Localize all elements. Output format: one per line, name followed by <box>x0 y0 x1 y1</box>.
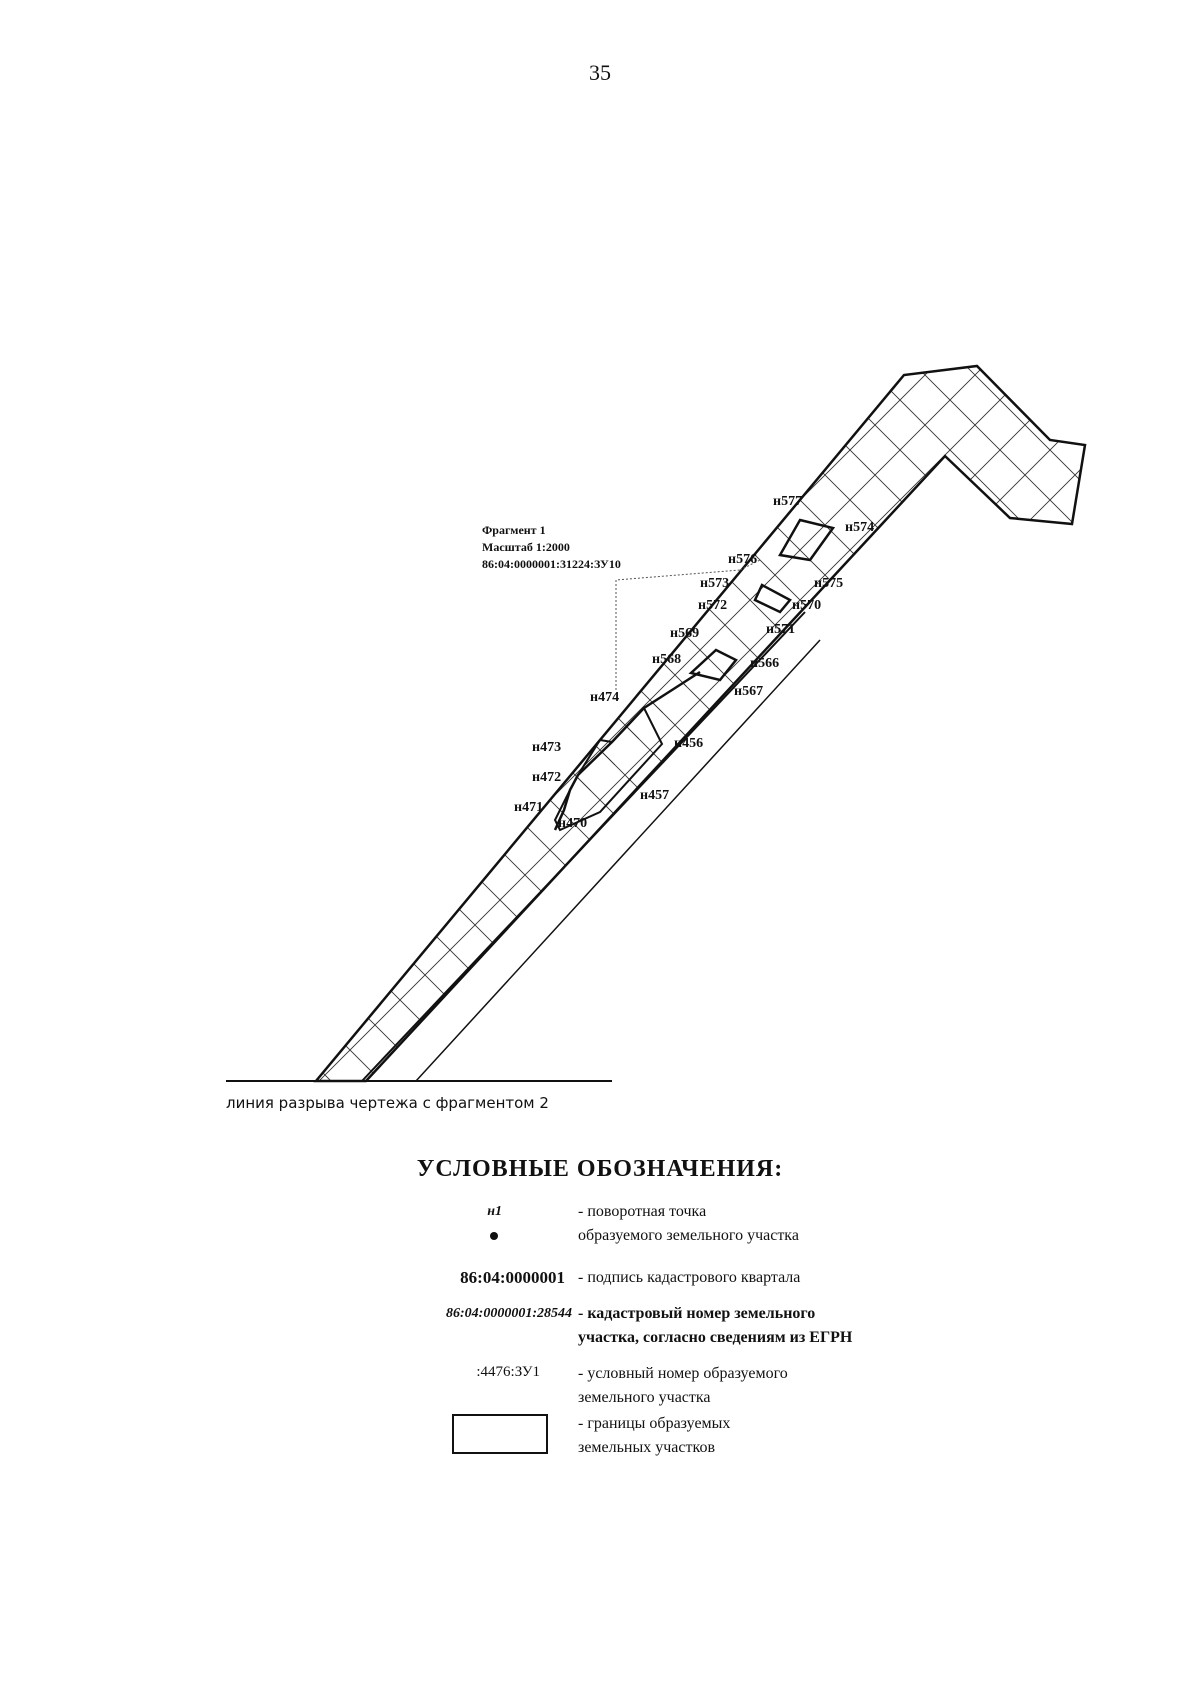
legend-desc: - границы образуемых земельных участков <box>578 1415 731 1456</box>
fragment-leader-line <box>615 569 741 690</box>
land-parcel-strip <box>313 364 1087 1083</box>
point-label: н576 <box>728 552 758 567</box>
parcel-bulge <box>553 670 701 831</box>
point-label: н470 <box>558 816 588 831</box>
fragment-title: Фрагмент 1 <box>482 523 546 537</box>
point-label: н570 <box>792 598 822 613</box>
point-label: н574 <box>845 520 875 535</box>
point-label: н575 <box>814 576 844 591</box>
point-label: н472 <box>532 770 562 785</box>
point-label: н571 <box>766 622 796 637</box>
point-label: н456 <box>674 736 704 751</box>
legend-desc: - условный номер образуемого земельного … <box>578 1365 788 1406</box>
page-number: 35 <box>589 60 611 85</box>
road-centerline <box>361 611 806 1082</box>
formed-parcel-4 <box>778 518 836 562</box>
point-label: н457 <box>640 788 670 803</box>
point-label: н567 <box>734 684 764 699</box>
point-label: н569 <box>670 626 700 641</box>
legend-conditional-number-symbol: :4476:ЗУ1 <box>476 1364 540 1380</box>
legend-point-symbol: н1 <box>487 1204 502 1219</box>
formed-parcel-1 <box>553 706 664 832</box>
fragment-scale: Масштаб 1:2000 <box>482 540 570 554</box>
formed-parcel-3 <box>753 583 792 614</box>
legend-desc: - кадастровый номер земельного участка, … <box>578 1305 853 1346</box>
fragment-parcel-number: 86:04:0000001:31224:ЗУ10 <box>482 557 621 571</box>
legend-quarter-symbol: 86:04:0000001 <box>460 1268 565 1287</box>
point-label: н566 <box>750 656 780 671</box>
formed-parcel-2 <box>688 648 738 682</box>
point-label: н474 <box>590 690 620 705</box>
break-line-label: линия разрыва чертежа с фрагментом 2 <box>226 1094 549 1112</box>
legend-desc: - поворотная точка образуемого земельног… <box>578 1203 799 1244</box>
point-label: н568 <box>652 652 682 667</box>
legend-title: УСЛОВНЫЕ ОБОЗНАЧЕНИЯ: <box>416 1156 784 1182</box>
point-label: н573 <box>700 576 730 591</box>
point-label: н572 <box>698 598 728 613</box>
legend-cadastral-number-symbol: 86:04:0000001:28544 <box>446 1306 572 1321</box>
point-label: н473 <box>532 740 562 755</box>
point-dot-icon <box>490 1232 498 1240</box>
legend-desc: - подпись кадастрового квартала <box>578 1269 801 1286</box>
point-label: н471 <box>514 800 544 815</box>
fragment-caption: Фрагмент 1 Масштаб 1:2000 86:04:0000001:… <box>482 522 621 573</box>
point-label: н577 <box>773 494 803 509</box>
boundary-symbol-icon <box>452 1414 548 1454</box>
